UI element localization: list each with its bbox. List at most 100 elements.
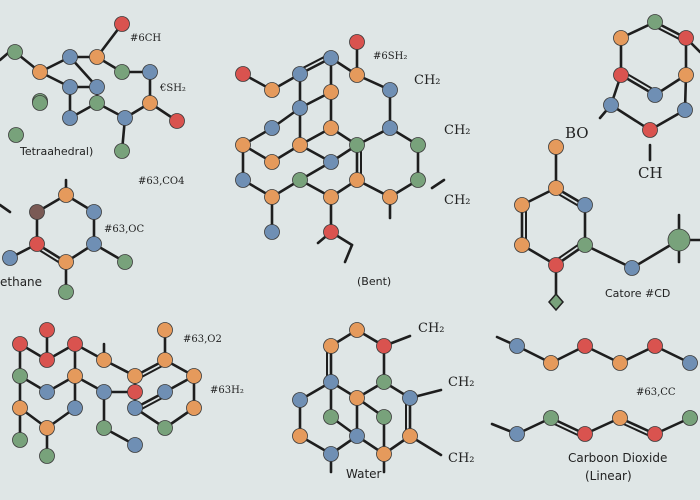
atom-node (86, 204, 102, 220)
atom-node (612, 355, 628, 371)
atom-node (142, 95, 158, 111)
atom-node (647, 14, 663, 30)
atom-node (514, 197, 530, 213)
atom-node (8, 127, 24, 143)
atom-node (292, 66, 308, 82)
atom-node (96, 352, 112, 368)
atom-node (186, 368, 202, 384)
atom-node (12, 368, 28, 384)
atom-node (292, 392, 308, 408)
atom-node (323, 84, 339, 100)
atom-node (548, 180, 564, 196)
atom-node (323, 224, 339, 240)
atom-node (624, 260, 640, 276)
atom-node (376, 338, 392, 354)
label-m3-bo: BO (565, 124, 589, 142)
atom-node (7, 44, 23, 60)
atom-node (323, 338, 339, 354)
atom-node (39, 384, 55, 400)
label-m7-linear: (Linear) (585, 469, 632, 483)
atom-node (292, 137, 308, 153)
atom-node (29, 236, 45, 252)
label-m4-63oc: #63‚OC (104, 224, 145, 235)
atom-node (39, 420, 55, 436)
atom-node (96, 384, 112, 400)
atom-node (402, 428, 418, 444)
atom-node (376, 374, 392, 390)
atom-node (382, 189, 398, 205)
atom-node (127, 437, 143, 453)
atom-node (264, 120, 280, 136)
atom-node (349, 172, 365, 188)
label-m7-carbon-dioxide: Carboon Dioxide (568, 451, 668, 465)
label-m3-catore: Catore #CD (605, 287, 671, 300)
atom-node (678, 30, 694, 46)
atom-node (577, 237, 593, 253)
atom-node (58, 187, 74, 203)
atom-node (127, 368, 143, 384)
atom-node (235, 66, 251, 82)
label-m6-ch2-c: CH₂ (448, 451, 475, 466)
label-m1-6ch: #6CH (130, 33, 162, 44)
atom-node (96, 420, 112, 436)
atom-node (543, 410, 559, 426)
atom-node (62, 110, 78, 126)
label-m1-csh2: €SH₂ (160, 83, 186, 94)
label-m2-bent: (Bent) (357, 275, 392, 288)
atom-node (509, 426, 525, 442)
atom-node (410, 137, 426, 153)
atom-node (543, 355, 559, 371)
atom-node (235, 172, 251, 188)
atom-node (2, 250, 18, 266)
atom-node (39, 448, 55, 464)
label-m6-water: Water (346, 467, 382, 481)
atom-node (117, 110, 133, 126)
label-m4-ethane: ethane (0, 275, 43, 289)
atom-node (613, 30, 629, 46)
label-m2-ch2-c: CH₂ (444, 193, 471, 208)
atom-node (86, 236, 102, 252)
atom-node (89, 95, 105, 111)
bond-line (0, 203, 12, 214)
atom-node (682, 355, 698, 371)
atom-node (682, 410, 698, 426)
atom-node (577, 426, 593, 442)
label-m3-ch: CH (638, 164, 663, 182)
atom-node (67, 400, 83, 416)
atom-node (114, 16, 130, 32)
atom-node (667, 228, 691, 252)
atom-node (67, 368, 83, 384)
bond-line (343, 243, 354, 264)
atom-node (264, 154, 280, 170)
atom-node (514, 237, 530, 253)
atom-node (323, 374, 339, 390)
atom-node (127, 384, 143, 400)
atom-node (186, 400, 202, 416)
atom-node (349, 67, 365, 83)
label-m6-ch2-b: CH₂ (448, 375, 475, 390)
atom-node (647, 338, 663, 354)
atom-node (323, 409, 339, 425)
atom-node (647, 87, 663, 103)
atom-node (612, 410, 628, 426)
atom-node (376, 446, 392, 462)
atom-node (292, 100, 308, 116)
atom-node (349, 34, 365, 50)
atom-node (647, 426, 663, 442)
atom-node (117, 254, 133, 270)
atom-node (32, 95, 48, 111)
atom-node (142, 64, 158, 80)
atom-node (349, 390, 365, 406)
atom-node (349, 322, 365, 338)
atom-node (127, 400, 143, 416)
atom-node (323, 189, 339, 205)
label-m5-63o2: #63‚O2 (183, 334, 222, 345)
bond-layer (0, 20, 700, 474)
atom-node (577, 338, 593, 354)
atom-node (264, 224, 280, 240)
atom-node (39, 352, 55, 368)
bond-line (583, 243, 634, 270)
atom-node (89, 79, 105, 95)
atom-node (62, 79, 78, 95)
atom-node (264, 82, 280, 98)
